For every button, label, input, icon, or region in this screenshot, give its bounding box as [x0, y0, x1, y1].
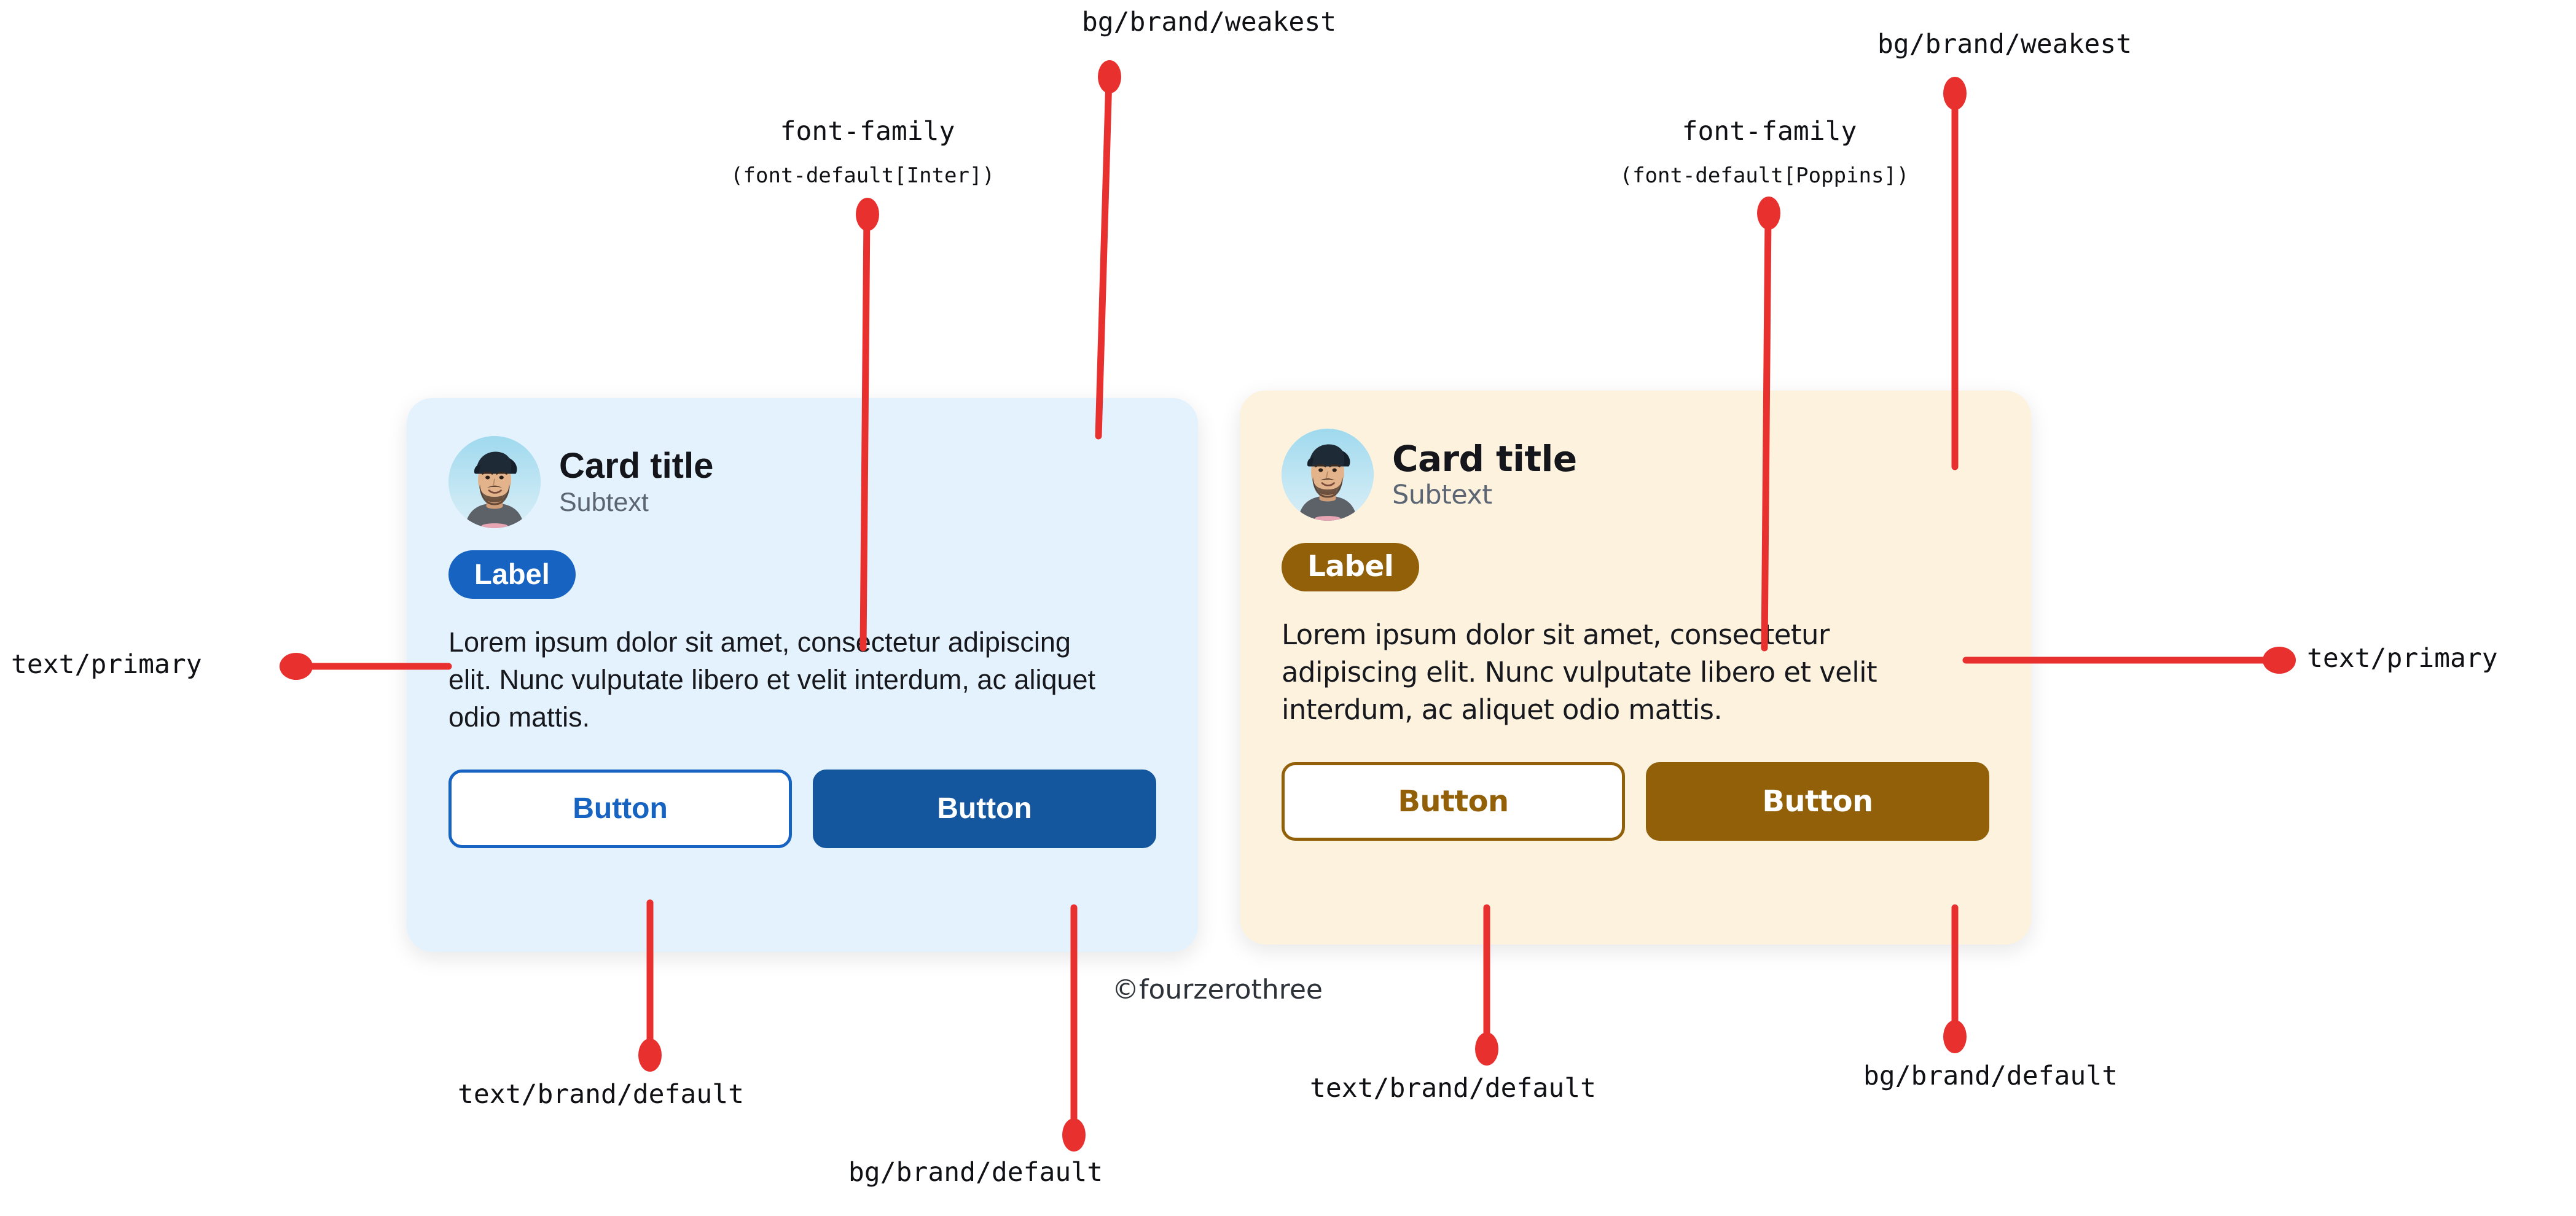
status-badge: Label — [1282, 543, 1420, 591]
card-title: Card title — [1392, 438, 1577, 480]
annotation-text-brand-default-right: text/brand/default — [1310, 1073, 1596, 1104]
card-body-text: Lorem ipsum dolor sit amet, consectetur … — [448, 626, 1096, 733]
annotation-bg-brand-default-left: bg/brand/default — [848, 1157, 1103, 1188]
avatar — [448, 436, 541, 528]
card-header-text: Card title Subtext — [1392, 440, 1577, 510]
card-subtext: Subtext — [559, 487, 649, 517]
watermark: ©fourzerothree — [1112, 974, 1323, 1005]
card-tan: Card title Subtext Label Lorem ipsum dol… — [1240, 391, 2031, 945]
annotation-text-primary-left: text/primary — [11, 649, 202, 680]
primary-button[interactable]: Button — [1646, 762, 1989, 841]
annotation-font-family-right-detail: (font-default[Poppins]) — [1619, 163, 1909, 188]
card-blue: Card title Subtext Label Lorem ipsum dol… — [407, 398, 1198, 952]
annotation-bg-brand-weakest-right: bg/brand/weakest — [1877, 29, 2132, 60]
card-header: Card title Subtext — [448, 436, 1156, 528]
annotation-bg-brand-default-right: bg/brand/default — [1863, 1061, 2118, 1091]
secondary-button[interactable]: Button — [1282, 762, 1625, 841]
annotation-bg-brand-weakest-left: bg/brand/weakest — [1081, 7, 1337, 37]
primary-button[interactable]: Button — [813, 769, 1156, 848]
status-badge: Label — [448, 550, 576, 599]
card-body-text: Lorem ipsum dolor sit amet, consectetur … — [1282, 618, 1877, 727]
annotation-text-primary-right: text/primary — [2307, 643, 2498, 674]
avatar — [1282, 429, 1374, 521]
card-header: Card title Subtext — [1282, 429, 1989, 521]
annotation-font-family-right: font-family — [1681, 116, 1857, 147]
secondary-button[interactable]: Button — [448, 769, 792, 848]
card-title: Card title — [559, 446, 714, 486]
card-actions: Button Button — [1282, 762, 1989, 841]
card-subtext: Subtext — [1392, 479, 1492, 510]
card-actions: Button Button — [448, 769, 1156, 848]
annotation-font-family-left: font-family — [780, 116, 955, 147]
annotation-font-family-left-detail: (font-default[Inter]) — [730, 163, 995, 188]
annotation-text-brand-default-left: text/brand/default — [458, 1079, 744, 1110]
card-header-text: Card title Subtext — [559, 446, 714, 517]
